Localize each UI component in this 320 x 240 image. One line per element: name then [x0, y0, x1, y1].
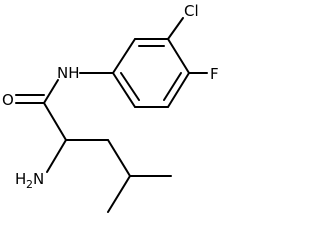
molecule-structure: Cl F NH O H 2 N: [2, 2, 219, 213]
bond-ring-cl: [167, 17, 184, 40]
ring-bond-c4-c5: [167, 72, 190, 108]
ring-double-bond-inner-2: [163, 72, 182, 101]
oxygen-label: O: [2, 91, 14, 109]
bond-nh-carbonyl: [43, 79, 59, 104]
bond-ch2-ch: [107, 139, 131, 177]
nh-label: NH: [57, 64, 80, 82]
amine-n-label: N: [33, 170, 44, 188]
ring-bond-c6-c1: [112, 72, 136, 108]
fluorine-label: F: [210, 65, 219, 83]
bond-ch-me2: [107, 175, 131, 213]
bond-alpha-nh2: [46, 139, 67, 173]
ring-double-bond-inner-3: [120, 72, 140, 101]
amine-subscript-label: 2: [26, 178, 33, 191]
ring-bond-c3-c4: [167, 38, 190, 74]
ring-bond-c1-c2: [112, 38, 136, 74]
benzene-ring: [112, 38, 190, 108]
bond-carbonyl-alpha: [43, 102, 67, 141]
chlorine-label: Cl: [184, 2, 199, 20]
amine-h-label: H: [15, 170, 26, 188]
